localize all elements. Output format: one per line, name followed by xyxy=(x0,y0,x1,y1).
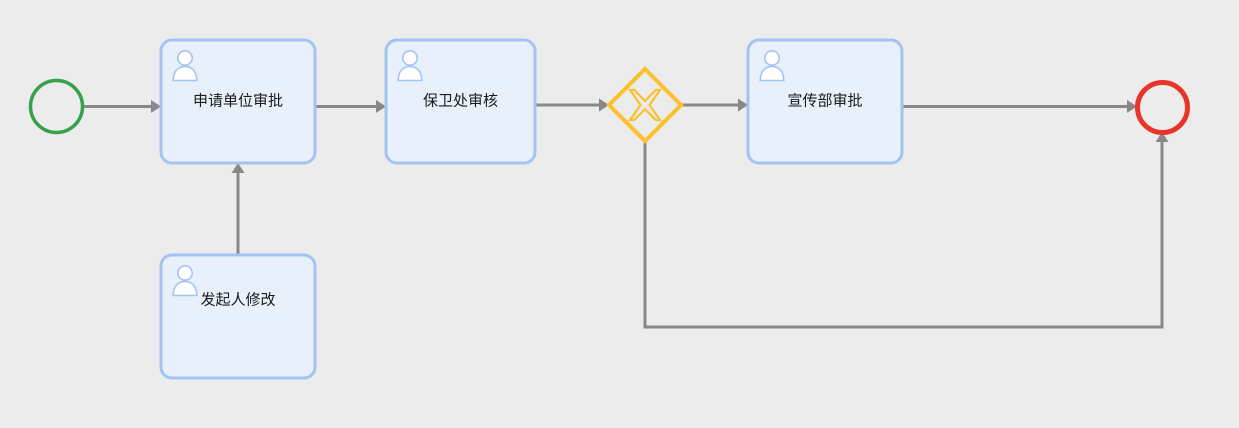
user-icon-head xyxy=(177,50,193,66)
user-icon-body xyxy=(172,65,198,82)
task-publicity-dept-approval-label: 宣传部审批 xyxy=(787,92,862,109)
user-icon-body xyxy=(172,280,198,297)
sequence-flow-gateway-to-publicity-dept-approval[interactable] xyxy=(681,98,748,112)
task-initiator-modify-label: 发起人修改 xyxy=(200,291,275,308)
task-apply-unit-approval-label: 申请单位审批 xyxy=(193,92,283,109)
task-security-office-review-label: 保卫处审核 xyxy=(423,92,498,109)
sequence-flow-gateway-loop-to-end-arrowhead xyxy=(1155,132,1169,142)
user-icon xyxy=(759,50,785,82)
user-icon xyxy=(172,265,198,297)
sequence-flow-initiator-modify-to-apply-unit-approval[interactable] xyxy=(231,163,245,255)
sequence-flow-apply-unit-approval-to-security-office-review[interactable] xyxy=(315,100,386,113)
sequence-flow-security-office-review-to-gateway[interactable] xyxy=(535,98,609,112)
user-icon xyxy=(397,50,423,82)
sequence-flow-security-office-review-to-gateway-arrowhead xyxy=(599,98,609,112)
exclusive-gateway-x-icon xyxy=(627,88,663,122)
task-security-office-review[interactable]: 保卫处审核 xyxy=(384,38,537,165)
task-publicity-dept-approval-box xyxy=(746,38,904,165)
user-icon-body xyxy=(397,65,423,82)
user-icon xyxy=(172,50,198,82)
task-publicity-dept-approval[interactable]: 宣传部审批 xyxy=(746,38,904,165)
sequence-flow-gateway-to-publicity-dept-approval-arrowhead xyxy=(738,98,748,112)
end-event-circle xyxy=(1135,80,1190,135)
sequence-flow-publicity-dept-approval-to-end[interactable] xyxy=(902,100,1137,113)
exclusive-gateway-diamond xyxy=(606,66,684,144)
sequence-flows-layer xyxy=(83,98,1169,329)
user-icon-body xyxy=(759,65,785,82)
task-apply-unit-approval-box xyxy=(159,38,317,165)
user-icon-head xyxy=(764,50,780,66)
sequence-flow-gateway-loop-to-end-line xyxy=(643,141,1164,329)
sequence-flow-publicity-dept-approval-to-end-arrowhead xyxy=(1127,100,1137,113)
task-security-office-review-box xyxy=(384,38,537,165)
end-event[interactable] xyxy=(1135,80,1190,135)
sequence-flow-gateway-loop-to-end[interactable] xyxy=(643,132,1169,329)
exclusive-gateway[interactable] xyxy=(606,66,684,144)
start-event[interactable] xyxy=(28,78,85,135)
sequence-flow-apply-unit-approval-to-security-office-review-arrowhead xyxy=(376,100,386,113)
task-initiator-modify-box xyxy=(159,253,317,380)
sequence-flow-initiator-modify-to-apply-unit-approval-arrowhead xyxy=(231,163,245,173)
sequence-flow-start-to-apply-unit-approval[interactable] xyxy=(83,100,161,113)
task-apply-unit-approval[interactable]: 申请单位审批 xyxy=(159,38,317,165)
sequence-flow-start-to-apply-unit-approval-arrowhead xyxy=(151,100,161,113)
user-icon-head xyxy=(177,265,193,281)
user-icon-head xyxy=(402,50,418,66)
task-initiator-modify[interactable]: 发起人修改 xyxy=(159,253,317,380)
start-event-circle xyxy=(28,78,85,135)
